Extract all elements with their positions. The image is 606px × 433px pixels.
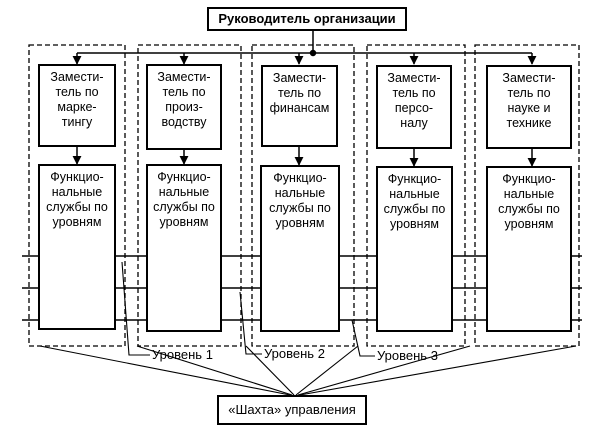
deputy-service-connectors	[72, 147, 537, 167]
deputy-production-box: Замести- тель по произ- водству	[146, 64, 222, 150]
frame-personnel	[366, 44, 466, 347]
department-frames	[28, 44, 580, 347]
frame-finance	[251, 44, 355, 347]
deputy-personnel-box: Замести- тель по персо- налу	[376, 65, 452, 149]
services-finance-box: Функцио- нальные службы по уровням	[260, 165, 340, 332]
level-1-label: Уровень 1	[152, 347, 213, 362]
deputy-marketing-box: Замести- тель по марке- тингу	[38, 64, 116, 147]
level-2-label: Уровень 2	[264, 346, 325, 361]
services-marketing-box: Функцио- нальные службы по уровням	[38, 164, 116, 330]
services-science-box: Функцио- нальные службы по уровням	[486, 166, 572, 332]
level-3-label: Уровень 3	[377, 348, 438, 363]
management-shaft-box: «Шахта» управления	[217, 395, 367, 425]
shaft-connectors	[39, 345, 577, 396]
level-leaders	[121, 261, 375, 357]
head-of-organization-box: Руководитель организации	[207, 7, 407, 31]
deputy-science-box: Замести- тель по науке и технике	[486, 65, 572, 149]
head-connectors	[72, 31, 537, 65]
deputy-finance-box: Замести- тель по финансам	[261, 65, 338, 147]
services-production-box: Функцио- нальные службы по уровням	[146, 164, 222, 332]
services-personnel-box: Функцио- нальные службы по уровням	[376, 166, 453, 332]
frame-production	[137, 44, 242, 347]
frame-marketing	[28, 44, 126, 347]
frame-science	[474, 44, 580, 347]
